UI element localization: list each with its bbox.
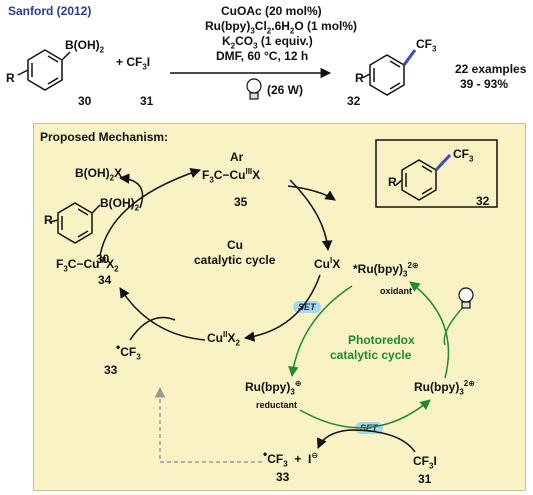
compound-33-a: 33: [104, 363, 118, 377]
cf3-bond-header: [402, 49, 417, 66]
citation: Sanford (2012): [8, 4, 92, 18]
condition-3: K2CO3 (1 equiv.): [222, 34, 313, 51]
compound-31-mech: 31: [418, 472, 432, 486]
oxidant-label: oxidant: [380, 286, 413, 296]
benzene-ring-30: [17, 49, 71, 91]
cu2-species: CuIIX2: [207, 330, 240, 348]
arrow-to-cu1: [289, 179, 333, 252]
lightbulb-icon: [246, 78, 262, 100]
compound-34: 34: [98, 273, 112, 287]
arrow-cf3-radical-in: [129, 316, 176, 341]
arrow-34-to-35: [99, 168, 201, 257]
benzene-ring-mech-30: [49, 202, 101, 244]
aryl-ar: Ar: [230, 150, 244, 164]
ru-excited: *Ru(bpy)32⊕: [353, 261, 419, 279]
photo-cycle-label-2: catalytic cycle: [330, 348, 412, 362]
cu-cycle-label-2: catalytic cycle: [194, 253, 276, 267]
arrow-ru-plus-to-ru-2plus: [299, 399, 431, 429]
r-label-30: R: [6, 71, 15, 85]
ru-plus: Ru(bpy)3⊕: [245, 379, 302, 397]
arrow-cu2-to-34: [119, 287, 206, 341]
condition-2: Ru(bpy)3Cl2.6H2O (1 mol%): [205, 19, 358, 36]
arrow-cf3i-to-radical: [316, 429, 416, 453]
compound-32-mech: 32: [476, 194, 490, 208]
condition-4: DMF, 60 °C, 12 h: [216, 49, 309, 63]
arrow-boron-byproduct: [118, 173, 144, 209]
cu-cycle-label-1: Cu: [227, 238, 243, 252]
ru-2plus: Ru(bpy)32⊕: [414, 379, 475, 397]
cu3-aryl-complex: F3C−CuIIIX: [202, 167, 261, 185]
benzene-ring-32: [361, 54, 405, 96]
photo-cycle-label-1: Photoredox: [348, 333, 415, 347]
boronic-acid-label-30: B(OH)2: [100, 196, 140, 213]
mechanism-panel: [33, 123, 526, 491]
cf3i-species: CF3I: [413, 454, 437, 471]
condition-1: CuOAc (20 mol%): [221, 4, 322, 18]
r-label-mech-30: R: [44, 213, 53, 227]
product-cf3-mech: CF3: [453, 147, 474, 164]
cu1-species: CuIX: [314, 256, 341, 272]
product-box: [375, 139, 498, 208]
compound-30: 30: [78, 94, 92, 108]
cf3-radical-1: •CF3: [116, 340, 141, 362]
arrow-ru-star-to-ru-plus: [288, 285, 353, 378]
r-label-mech-32: R: [388, 175, 397, 189]
lightbulb-icon-mech: [458, 287, 474, 309]
dashed-arrow-radical: [154, 386, 262, 463]
light-label: (26 W): [267, 83, 303, 97]
compound-33-b: 33: [276, 470, 290, 484]
arrow-ru-2plus-to-ru-star: [409, 281, 450, 379]
result-examples: 22 examples: [455, 62, 527, 76]
result-yields: 39 - 93%: [460, 77, 509, 91]
compound-31: 31: [140, 94, 154, 108]
boronic-acid-label: B(OH)2: [65, 38, 105, 55]
cf3-radical-2: •CF3 + I⊖: [263, 447, 319, 469]
benzene-ring-mech-32: [395, 159, 437, 201]
compound-35: 35: [234, 195, 248, 209]
cu3-x2-complex: F3C−CuIIIX2: [56, 256, 119, 274]
product-cf3: CF3: [416, 37, 437, 54]
cf3-bond-mech: [434, 153, 452, 172]
boron-byproduct: B(OH)2X: [75, 166, 123, 183]
reagent-cf3i: + CF3I: [116, 55, 151, 72]
compound-32: 32: [347, 94, 361, 108]
mechanism-title: Proposed Mechanism:: [40, 130, 169, 144]
arrow-cu1-to-cu2: [243, 274, 321, 342]
reductant-label: reductant: [256, 400, 298, 410]
r-label-32: R: [355, 71, 364, 85]
arrow-35-to-32: [287, 185, 336, 201]
